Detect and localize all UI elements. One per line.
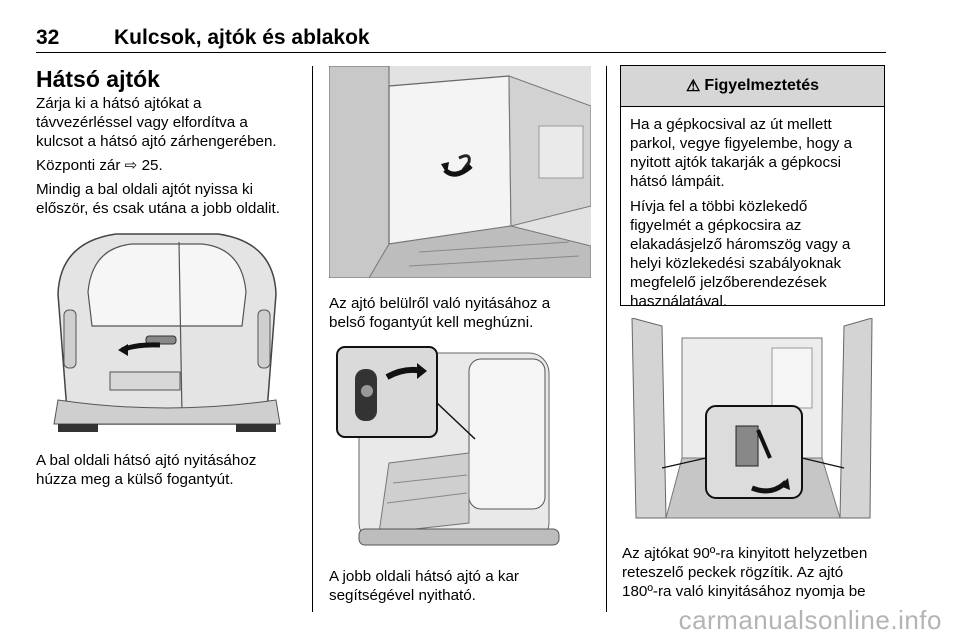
- rear-door-interior-handle-illustration: [329, 66, 591, 278]
- right-door-lever-illustration: [329, 343, 591, 551]
- warning-header: ⚠ Figyelmeztetés: [621, 66, 884, 107]
- right-door-lever-caption: A jobb oldali hátsó ajtó a kar segítségé…: [329, 568, 519, 604]
- watermark: carmanualsonline.info: [678, 605, 942, 635]
- warning-paragraph-2: Hívja fel a többi közlekedő figyelmét a …: [630, 198, 851, 310]
- rear-doors-exterior-illustration: [36, 224, 298, 436]
- open-order-paragraph: Mindig a bal oldali ajtót nyissa ki elős…: [36, 181, 280, 217]
- warning-paragraph-1: Ha a gépkocsival az út mellett parkol, v…: [630, 116, 853, 190]
- warning-box: ⚠ Figyelmeztetés Ha a gépkocsival az út …: [620, 65, 885, 310]
- warning-title: Figyelmeztetés: [704, 77, 820, 94]
- page-number: 32: [36, 26, 60, 49]
- door-stop-caption: Az ajtókat 90º-ra kinyitott helyzetben r…: [622, 545, 868, 600]
- column-divider: [606, 66, 607, 612]
- column-divider: [312, 66, 313, 612]
- interior-handle-caption: Az ajtó belülről való nyitásához a belső…: [329, 295, 551, 331]
- door-stop-pins-illustration: [622, 318, 884, 526]
- left-door-caption: A bal oldali hátsó ajtó nyitásához húzza…: [36, 452, 257, 488]
- intro-paragraph: Zárja ki a hátsó ajtókat a távvezérlésse…: [36, 95, 277, 150]
- section-title: Hátsó ajtók: [36, 66, 160, 92]
- chapter-title: Kulcsok, ajtók és ablakok: [114, 26, 370, 49]
- central-lock-reference: Központi zár ⇨ 25.: [36, 157, 163, 174]
- page-header: 32 Kulcsok, ajtók és ablakok: [36, 26, 886, 53]
- warning-triangle-icon: ⚠: [685, 78, 701, 95]
